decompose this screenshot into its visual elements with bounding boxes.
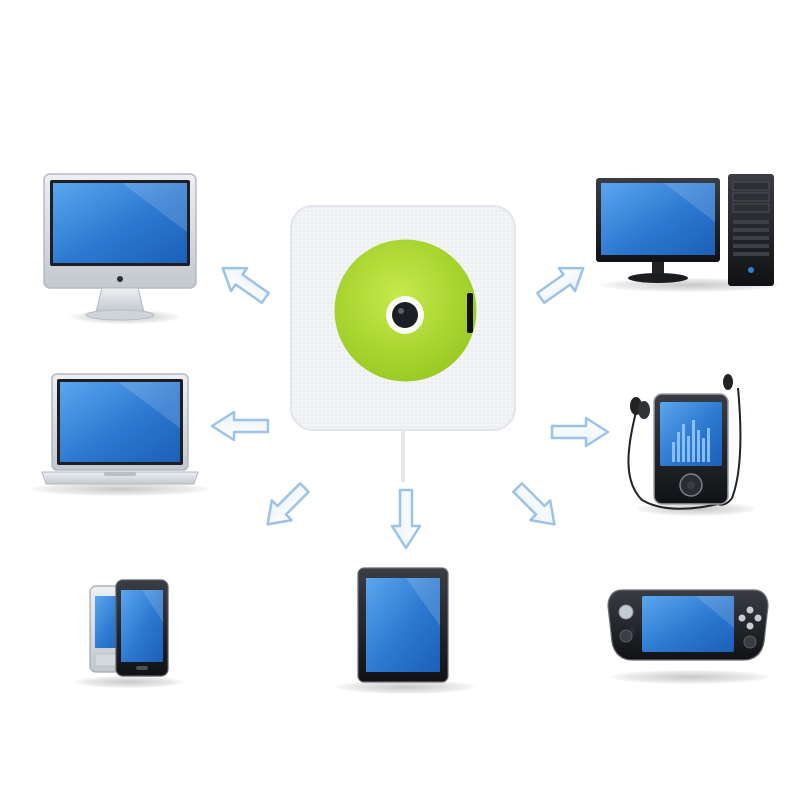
arrow-to-console-icon [506, 478, 566, 534]
gamepad-icon [606, 584, 770, 664]
arrow-to-pc-icon [530, 258, 594, 308]
pc-tower-icon [594, 172, 778, 290]
music-player-icon [622, 372, 746, 512]
arrow-to-monitor-icon [212, 258, 276, 308]
laptop-icon [38, 372, 202, 494]
arrow-to-laptop-icon [208, 408, 272, 444]
monitor-icon [42, 172, 198, 324]
tablet-icon [356, 566, 450, 684]
cd-hub-icon [385, 295, 425, 335]
arrow-to-player-icon [548, 414, 612, 450]
arrow-to-tablet-icon [388, 486, 424, 552]
cd-power-cable [398, 430, 408, 482]
arrow-to-phones-icon [256, 478, 316, 534]
phone-icon [86, 578, 174, 682]
